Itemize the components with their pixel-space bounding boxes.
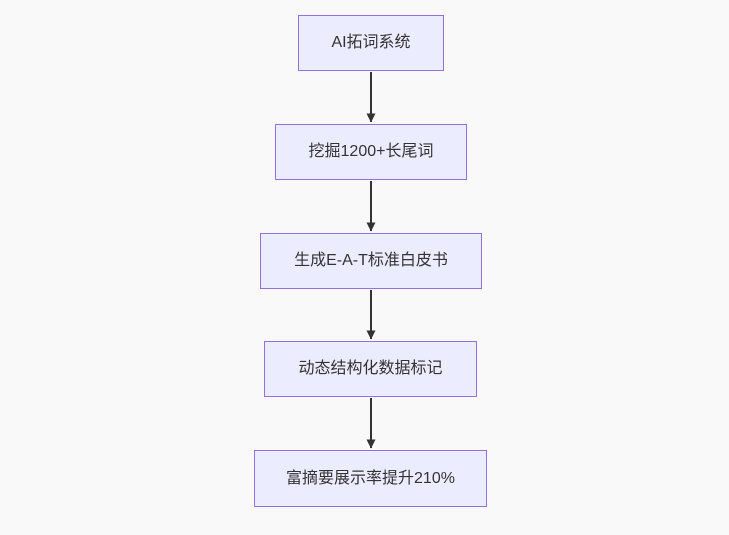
node-label: AI拓词系统 (331, 34, 411, 51)
flow-node-ai-expansion-system: AI拓词系统 (298, 15, 444, 71)
flow-node-rich-snippet-rate-increase: 富摘要展示率提升210% (254, 450, 487, 507)
flow-node-dynamic-structured-data-markup: 动态结构化数据标记 (264, 341, 477, 397)
flow-node-mine-longtail-keywords: 挖掘1200+长尾词 (275, 124, 467, 180)
flow-node-generate-eat-whitepaper: 生成E-A-T标准白皮书 (260, 233, 482, 289)
node-label: 动态结构化数据标记 (298, 360, 443, 377)
node-label: 生成E-A-T标准白皮书 (294, 252, 448, 269)
node-label: 挖掘1200+长尾词 (308, 143, 434, 160)
node-label: 富摘要展示率提升210% (286, 469, 455, 487)
